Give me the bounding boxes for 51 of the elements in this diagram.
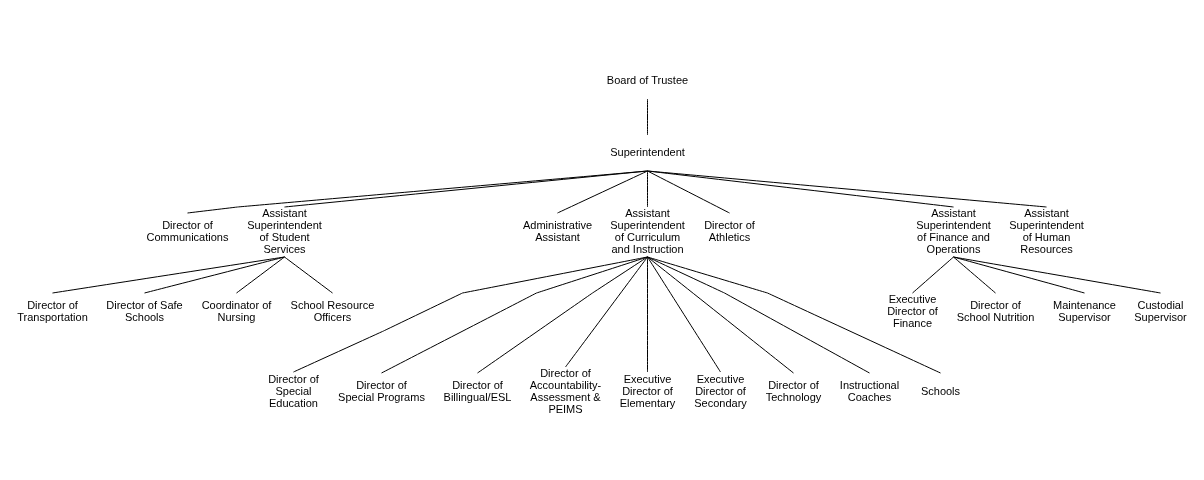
node-text: Administrative Assistant [522,218,593,243]
connector [187,170,648,214]
connector [52,256,285,294]
node-text: Maintenance Supervisor [1053,298,1116,323]
node-text: Executive Director of Finance [887,292,938,329]
connector [647,256,721,373]
connector [647,170,1047,208]
connector [647,256,870,374]
node-text: Director of Billingual/ESL [443,378,512,403]
connector [647,170,648,208]
node-text: Assistant Superintendent of Human Resources [1009,206,1084,255]
node-text: Schools [920,384,961,397]
node-text: Custodial Supervisor [1134,298,1187,323]
connector [647,256,794,374]
connector [953,256,996,294]
node-text: Assistant Superintendent of Student Services [247,206,322,255]
node-text: Director of School Nutrition [956,298,1035,323]
node-text: Director of Communications [146,218,229,243]
connector [381,256,648,374]
node-text: Executive Director of Elementary [619,372,676,409]
node-text: Director of Transportation [17,298,88,323]
connector [565,256,648,368]
node-text: Board of Trustee [606,73,689,86]
node-text: Director of Safe Schools [106,298,183,323]
connector [236,256,285,294]
node-text: Superintendent [610,145,685,158]
connector [953,256,1085,294]
connector [912,256,954,294]
connector [647,170,954,208]
node-text: Executive Director of Secondary [694,372,747,409]
connector [284,170,648,208]
connector [647,98,648,136]
connector [647,256,941,374]
node-text: Assistant Superintendent of Finance and Operations [916,206,991,255]
connector [647,256,648,373]
node-text: Coordinator of Nursing [201,298,272,323]
node-text: Director of Athletics [704,218,755,243]
node-text: Director of Special Programs [338,378,425,403]
node-text: Assistant Superintendent of Curriculum and Instruction [610,206,685,255]
connector [284,256,333,294]
connector [293,256,648,373]
connector [647,170,730,214]
node-text: School Resource Officers [290,298,375,323]
connector [144,256,285,294]
connector [477,256,648,374]
node-text: Director of Accountability- Assessment & PEIMS [529,366,602,415]
connector [953,256,1161,294]
node-text: Instructional Coaches [839,378,900,403]
connector [557,170,648,214]
node-text: Director of Technology [765,378,822,403]
node-text: Director of Special Education [268,372,319,409]
